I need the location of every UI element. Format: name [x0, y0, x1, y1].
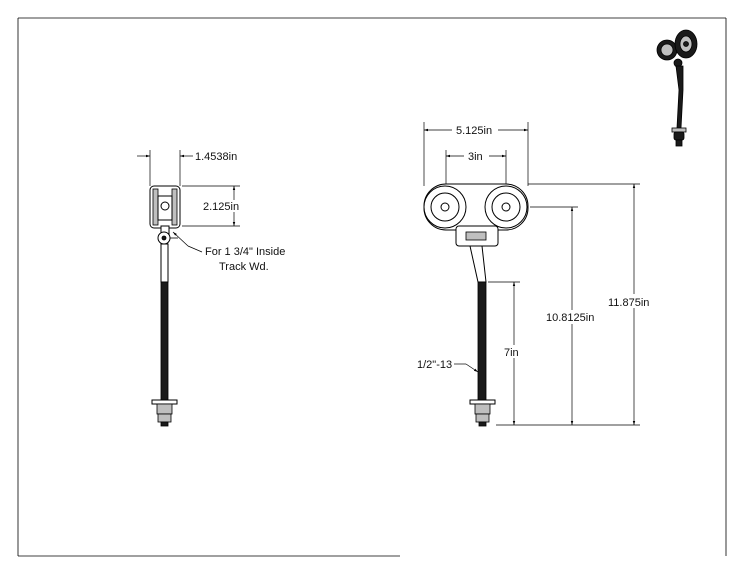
- side-width-dimension: 1.4538in: [137, 150, 237, 186]
- front-bolt-length-label: 7in: [504, 347, 519, 359]
- side-height-label: 2.125in: [203, 201, 239, 213]
- side-note-line2: Track Wd.: [219, 261, 269, 273]
- front-wheel-spacing-label: 3in: [468, 151, 483, 163]
- side-washer: [151, 399, 178, 405]
- front-carrier: [423, 183, 529, 427]
- front-overall-width-dimension: 5.125in: [423, 122, 529, 186]
- side-carrier: [149, 185, 181, 427]
- side-width-label: 1.4538in: [195, 151, 237, 163]
- front-washer: [469, 399, 496, 405]
- front-thread-callout: 1/2"-13: [417, 359, 479, 373]
- front-overall-width-label: 5.125in: [456, 125, 492, 137]
- front-wheel-height-label: 10.8125in: [546, 312, 594, 324]
- side-note: For 1 3/4" Inside Track Wd.: [172, 231, 285, 273]
- front-view: 5.125in 3in: [417, 122, 649, 427]
- front-overall-height-label: 11.875in: [608, 297, 649, 309]
- front-wheel-height-dimension: 10.8125in: [520, 206, 594, 426]
- front-nut: [474, 403, 491, 415]
- side-nut: [156, 403, 173, 415]
- front-overall-height-dimension: 11.875in: [528, 183, 649, 426]
- front-threaded-rod: [477, 281, 487, 401]
- side-note-line1: For 1 3/4" Inside: [205, 246, 285, 258]
- side-view: 1.4538in 2.125in: [137, 150, 285, 427]
- front-bolt-length-dimension: 7in: [488, 281, 520, 426]
- front-thread-label: 1/2"-13: [417, 359, 452, 371]
- side-threaded-rod: [160, 281, 169, 401]
- isometric-view: [656, 29, 698, 147]
- side-height-dimension: 2.125in: [182, 185, 240, 227]
- sheet-border: [17, 17, 727, 557]
